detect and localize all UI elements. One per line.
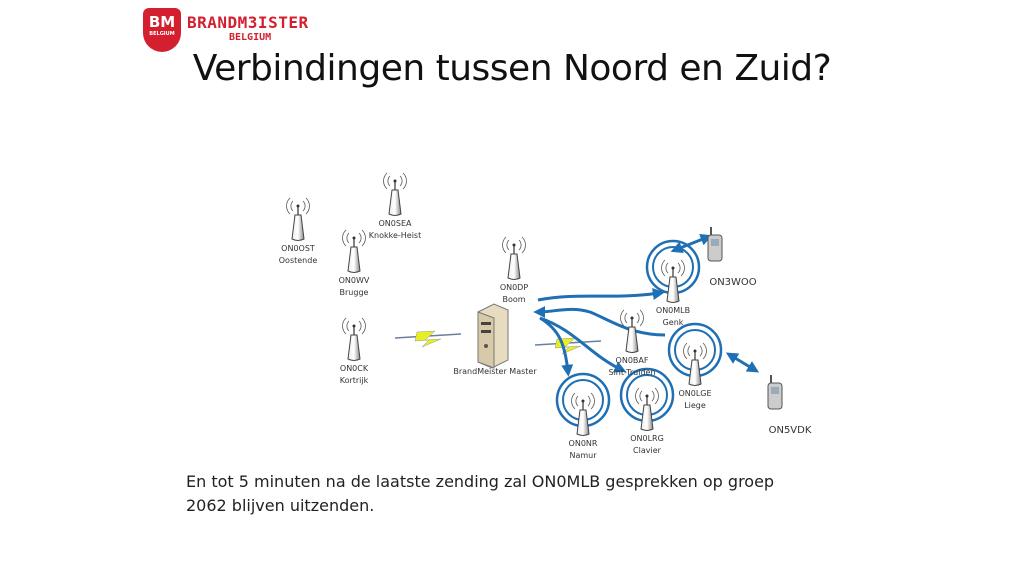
repeater-label-on0ck: ON0CK Kortrijk: [309, 363, 399, 387]
tower-icon: [347, 334, 361, 361]
signal-waves-icon: [342, 317, 366, 335]
repeater-label-on0sea-text: ON0SEA: [378, 219, 412, 228]
repeater-label-on0nr-text: Namur: [569, 451, 597, 460]
antenna-tip: [393, 179, 397, 183]
repeater-label-on0wv-text: ON0WV: [338, 276, 370, 285]
repeater-label-on0ck-text: Kortrijk: [339, 376, 369, 385]
signal-waves-icon: [661, 259, 685, 277]
repeater-label-on0mlb-text: ON0MLB: [655, 306, 691, 315]
antenna-tip: [352, 324, 356, 328]
server-icon: [477, 303, 509, 369]
repeater-label-on0lge-text: Liege: [684, 401, 706, 410]
repeater-on0dp: [502, 236, 526, 280]
traffic-arrow: [537, 288, 665, 302]
repeater-label-on0baf: ON0BAF Sint-Truiden: [587, 355, 677, 379]
repeater-label-on0wv-text: Brugge: [339, 288, 369, 297]
repeater-label-on0nr-text: ON0NR: [568, 439, 598, 448]
antenna-tip: [671, 266, 675, 270]
repeater-label-on0wv: ON0WV Brugge: [309, 275, 399, 299]
tower-icon: [640, 404, 654, 431]
logo-name: BRANDM3ISTER: [187, 13, 309, 32]
logo-mark-sub: BELGIUM: [149, 31, 175, 37]
body-line-2: 2062 blijven uitzenden.: [186, 496, 375, 515]
antenna-tip: [352, 236, 356, 240]
repeater-label-on0ost-text: ON0OST: [281, 244, 315, 253]
tower-icon: [388, 189, 402, 216]
repeater-label-on0dp: ON0DP Boom: [469, 282, 559, 306]
tower-icon: [507, 253, 521, 280]
antenna-tip: [645, 394, 649, 398]
repeater-label-on0lge: ON0LGE Liege: [650, 388, 740, 412]
signal-waves-icon: [342, 229, 366, 247]
repeater-on0nr: [555, 372, 611, 436]
repeater-on0sea: [383, 172, 407, 216]
repeater-on0ost: [286, 197, 310, 241]
repeater-label-on0sea: ON0SEA Knokke-Heist: [350, 218, 440, 242]
repeater-label-on0lrg-text: ON0LRG: [630, 434, 664, 443]
signal-waves-icon: [286, 197, 310, 215]
body-line-1: En tot 5 minuten na de laatste zending z…: [186, 472, 775, 491]
signal-waves-icon: [383, 172, 407, 190]
repeater-label-on0ost: ON0OST Oostende: [253, 243, 343, 267]
antenna-tip: [512, 243, 516, 247]
repeater-label-on0lge-text: ON0LGE: [678, 389, 712, 398]
tower-icon: [347, 246, 361, 273]
signal-waves-icon: [683, 342, 707, 360]
tower-icon: [291, 214, 305, 241]
repeater-on0ck: [342, 317, 366, 361]
tower-icon: [666, 276, 680, 303]
repeater-label-on0baf-text: Sint-Truiden: [608, 368, 656, 377]
handheld-radio-icon: [767, 375, 783, 410]
signal-waves-icon: [571, 392, 595, 410]
repeater-label-on0nr: ON0NR Namur: [538, 438, 628, 462]
repeater-label-on0lrg: ON0LRG Clavier: [602, 433, 692, 457]
repeater-label-on0ost-text: Oostende: [278, 256, 318, 265]
antenna-tip: [630, 316, 634, 320]
repeater-label-on0dp-text: ON0DP: [499, 283, 529, 292]
repeater-label-on0mlb-text: Genk: [662, 318, 684, 327]
repeater-label-on0mlb: ON0MLB Genk: [628, 305, 718, 329]
antenna-tip: [581, 399, 585, 403]
radio-label-on5vdk: ON5VDK: [768, 425, 812, 436]
logo-mark: BM: [148, 13, 176, 31]
repeater-on0mlb: [645, 239, 701, 303]
signal-waves-icon: [635, 387, 659, 405]
signal-waves-icon: [502, 236, 526, 254]
tower-icon: [625, 326, 639, 353]
tower-icon: [576, 409, 590, 436]
tower-icon: [688, 359, 702, 386]
handheld-radio-icon: [707, 227, 723, 262]
repeater-label-on0lrg-text: Clavier: [633, 446, 661, 455]
repeater-on0lge: [667, 322, 723, 386]
repeater-label-on0dp-text: Boom: [502, 295, 526, 304]
server-label-text: BrandMeister Master: [453, 367, 537, 376]
slide-body-text: En tot 5 minuten na de laatste zending z…: [186, 470, 806, 518]
repeater-label-on0baf-text: ON0BAF: [615, 356, 649, 365]
repeater-label-on0sea-text: Knokke-Heist: [368, 231, 422, 240]
slide-title: Verbindingen tussen Noord en Zuid?: [192, 48, 832, 89]
lightning-icon: [414, 330, 442, 348]
antenna-tip: [296, 204, 300, 208]
server-label: BrandMeister Master: [450, 366, 540, 378]
repeater-on0wv: [342, 229, 366, 273]
repeater-on0lrg: [619, 367, 675, 431]
repeater-on0baf: [620, 309, 644, 353]
traffic-arrow: [725, 352, 760, 373]
traffic-arrow: [539, 316, 627, 373]
repeater-label-on0ck-text: ON0CK: [339, 364, 369, 373]
antenna-tip: [693, 349, 697, 353]
signal-waves-icon: [620, 309, 644, 327]
traffic-arrow: [533, 305, 666, 337]
logo-sub: BELGIUM: [229, 32, 272, 43]
radio-label-on3woo: ON3WOO: [709, 277, 757, 288]
